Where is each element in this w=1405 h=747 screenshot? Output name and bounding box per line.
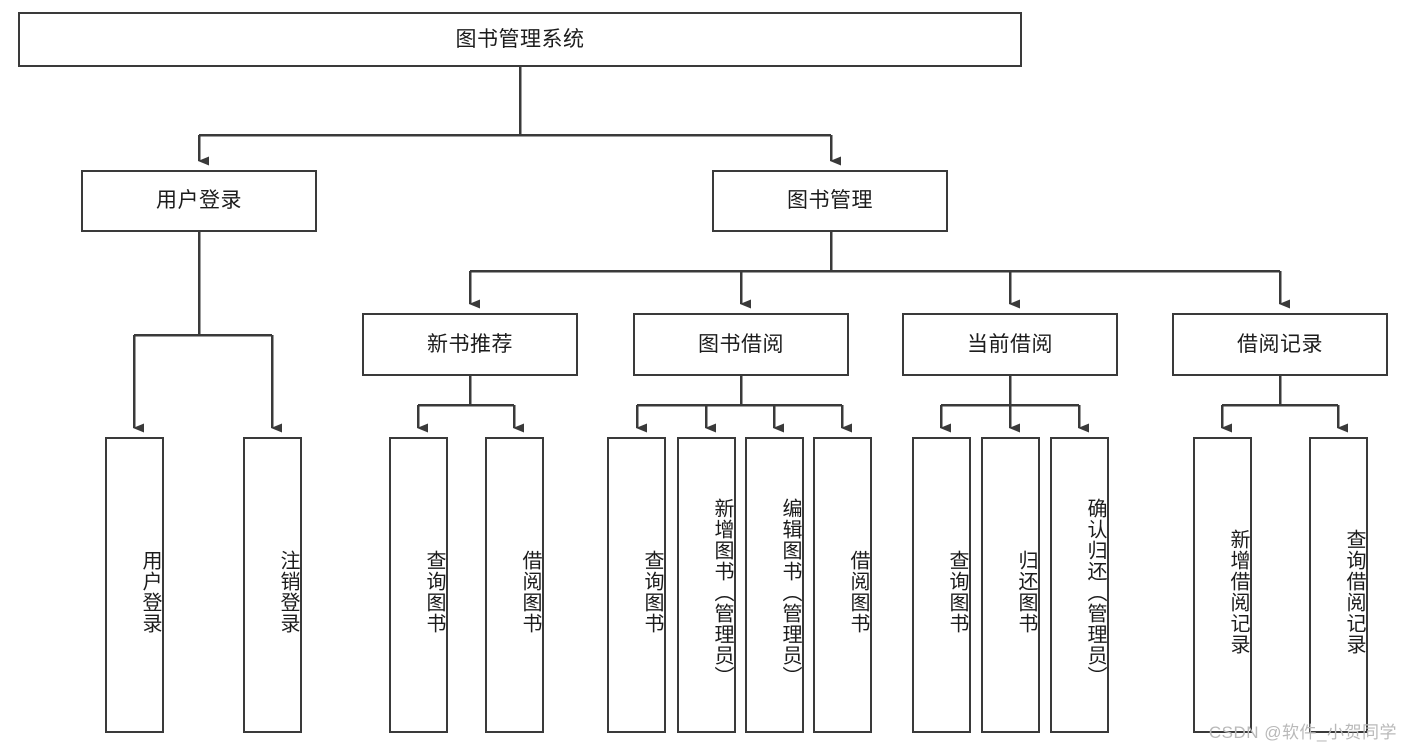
node-user-login[interactable]: 用户登录 — [81, 170, 317, 232]
leaf-user-login-label: 用户登录 — [139, 550, 161, 634]
node-book-manage-label: 图书管理 — [787, 189, 873, 213]
node-borrow-record-label: 借阅记录 — [1237, 332, 1323, 356]
node-book-borrow[interactable]: 图书借阅 — [633, 313, 849, 376]
leaf-query-book-1-label: 查询图书 — [423, 550, 445, 634]
leaf-query-book-1[interactable]: 查询图书 — [389, 437, 448, 733]
leaf-borrow-book-1-label: 借阅图书 — [519, 550, 541, 634]
leaf-logout-login[interactable]: 注销登录 — [243, 437, 302, 733]
node-borrow-record[interactable]: 借阅记录 — [1172, 313, 1388, 376]
node-current-borrow-label: 当前借阅 — [967, 332, 1053, 356]
node-root[interactable]: 图书管理系统 — [18, 12, 1022, 67]
leaf-query-book-2[interactable]: 查询图书 — [607, 437, 666, 733]
leaf-query-book-3-label: 查询图书 — [946, 550, 968, 634]
leaf-add-record-label: 新增借阅记录 — [1227, 529, 1249, 655]
node-book-borrow-label: 图书借阅 — [698, 332, 784, 356]
leaf-borrow-book-2[interactable]: 借阅图书 — [813, 437, 872, 733]
leaf-query-book-3[interactable]: 查询图书 — [912, 437, 971, 733]
leaf-confirm-return[interactable]: 确认归还（管理员） — [1050, 437, 1109, 733]
leaf-edit-book-label: 编辑图书（管理员） — [779, 497, 801, 687]
leaf-borrow-book-2-label: 借阅图书 — [847, 550, 869, 634]
leaf-query-record-label: 查询借阅记录 — [1343, 529, 1365, 655]
leaf-query-book-2-label: 查询图书 — [641, 550, 663, 634]
node-new-book-recommend[interactable]: 新书推荐 — [362, 313, 578, 376]
leaf-add-record[interactable]: 新增借阅记录 — [1193, 437, 1252, 733]
leaf-borrow-book-1[interactable]: 借阅图书 — [485, 437, 544, 733]
node-user-login-label: 用户登录 — [156, 189, 242, 213]
leaf-query-record[interactable]: 查询借阅记录 — [1309, 437, 1368, 733]
leaf-edit-book[interactable]: 编辑图书（管理员） — [745, 437, 804, 733]
leaf-logout-login-label: 注销登录 — [277, 550, 299, 634]
leaf-return-book-label: 归还图书 — [1015, 550, 1037, 634]
node-new-book-recommend-label: 新书推荐 — [427, 332, 513, 356]
leaf-add-book[interactable]: 新增图书（管理员） — [677, 437, 736, 733]
leaf-user-login[interactable]: 用户登录 — [105, 437, 164, 733]
leaf-return-book[interactable]: 归还图书 — [981, 437, 1040, 733]
leaf-confirm-return-label: 确认归还（管理员） — [1084, 497, 1106, 687]
leaf-add-book-label: 新增图书（管理员） — [711, 497, 733, 687]
watermark: CSDN @软件_小贺同学 — [1208, 723, 1397, 742]
node-root-label: 图书管理系统 — [455, 27, 585, 51]
node-book-manage[interactable]: 图书管理 — [712, 170, 948, 232]
node-current-borrow[interactable]: 当前借阅 — [902, 313, 1118, 376]
